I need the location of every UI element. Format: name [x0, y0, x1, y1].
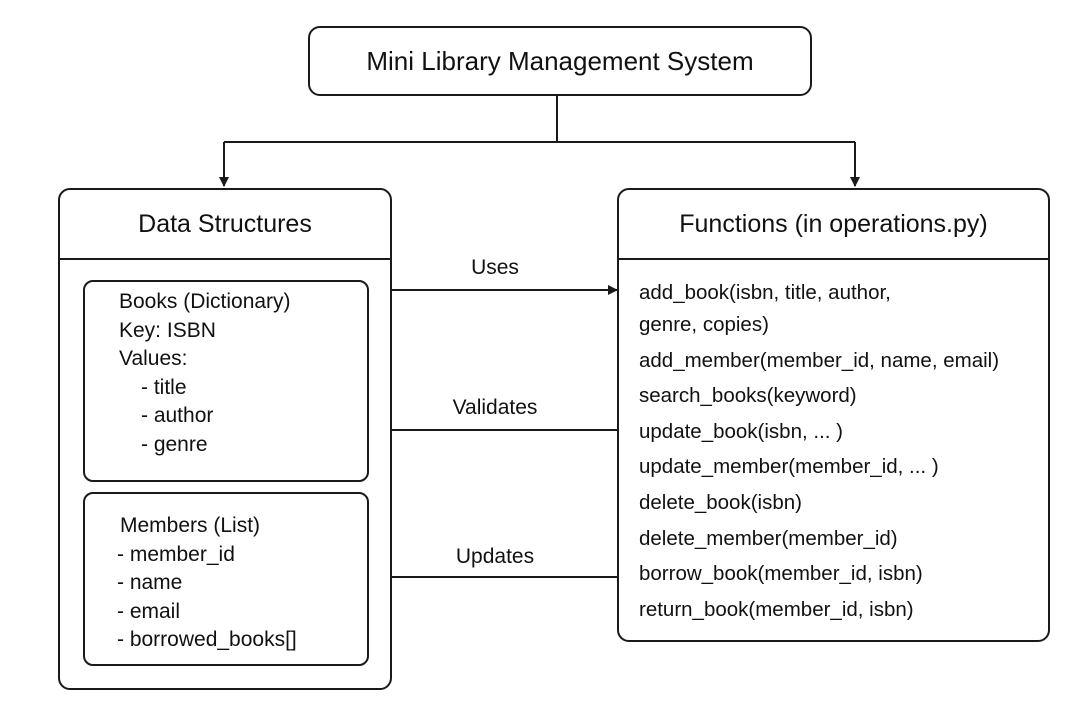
books-key: Key: ISBN — [119, 318, 216, 342]
system-title-box: Mini Library Management System — [308, 26, 812, 96]
members-field: - name — [117, 571, 183, 594]
members-box: Members (List) - member_id - name - emai… — [83, 492, 369, 666]
members-field: - borrowed_books[] — [117, 628, 297, 651]
function-item: add_member(member_id, name, email) — [639, 348, 1000, 372]
data-structures-header: Data Structures — [60, 190, 390, 260]
members-heading: Members (List) — [120, 514, 261, 537]
books-box: Books (Dictionary) Key: ISBN Values: - t… — [83, 280, 369, 482]
data-structures-panel: Data Structures Books (Dictionary) Key: … — [58, 188, 392, 690]
function-item: update_book(isbn, ... ) — [639, 419, 843, 443]
function-item: add_book(isbn, title, author, — [639, 281, 891, 304]
function-item: genre, copies) — [639, 313, 769, 336]
uses-label: Uses — [471, 256, 519, 279]
books-field: - genre — [141, 432, 208, 456]
system-title: Mini Library Management System — [366, 45, 754, 76]
function-item: update_member(member_id, ... ) — [639, 455, 939, 479]
functions-list: add_book(isbn, title, author, genre, cop… — [639, 278, 999, 627]
functions-header: Functions (in operations.py) — [619, 190, 1048, 260]
function-item: search_books(keyword) — [639, 384, 857, 408]
validates-label: Validates — [452, 396, 538, 419]
function-item: delete_member(member_id) — [639, 526, 898, 550]
function-item: return_book(member_id, isbn) — [639, 597, 914, 621]
updates-label: Updates — [455, 545, 535, 568]
function-item: borrow_book(member_id, isbn) — [639, 562, 923, 586]
books-heading: Books (Dictionary) — [119, 290, 291, 313]
function-item: delete_book(isbn) — [639, 490, 802, 514]
functions-panel: Functions (in operations.py) add_book(is… — [617, 188, 1050, 642]
books-values-label: Values: — [119, 347, 188, 370]
books-field: - author — [141, 404, 214, 427]
books-field: - title — [141, 375, 187, 399]
members-field: - email — [117, 599, 181, 623]
members-field: - member_id — [117, 542, 235, 566]
